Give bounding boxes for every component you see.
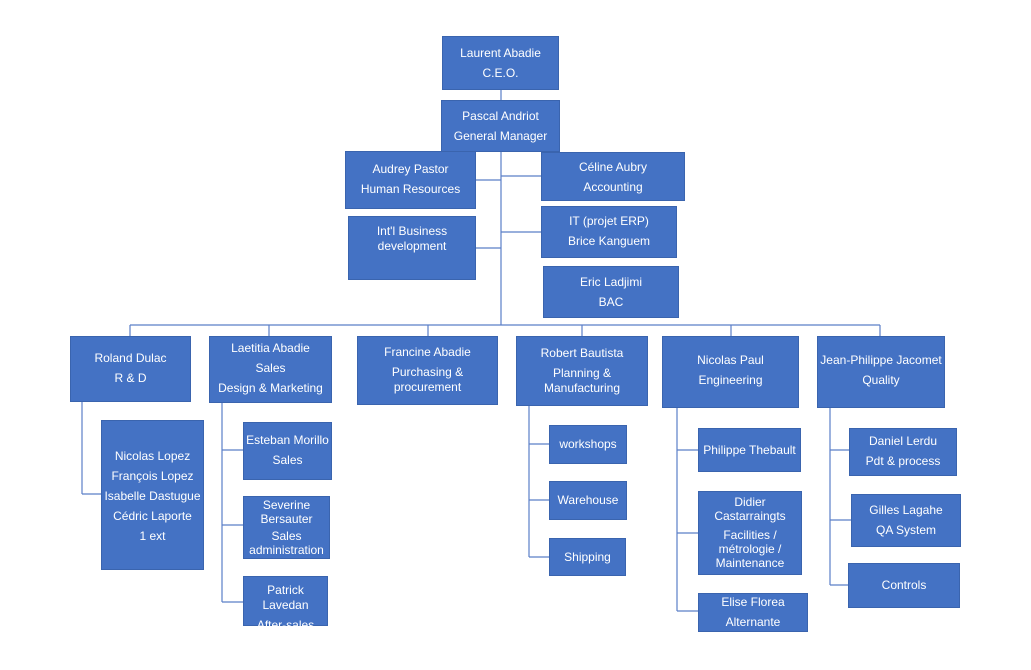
- esteban-box: Esteban Morillo Sales: [243, 422, 332, 480]
- rd-member: 1 ext: [139, 529, 166, 543]
- didier-line2: Castarraingts: [714, 509, 786, 523]
- bac-name: Eric Ladjimi: [579, 275, 642, 289]
- patrick-title: After-sales: [256, 618, 315, 632]
- hr-title: Human Resources: [360, 182, 461, 196]
- didier-line3: Facilities /: [723, 528, 777, 542]
- rd-title: R & D: [114, 371, 147, 385]
- severine-box: Severine Bersauter Sales administration: [243, 496, 330, 559]
- intl-line1: Int'l Business: [376, 224, 448, 238]
- daniel-box: Daniel Lerdu Pdt & process: [849, 428, 957, 476]
- bac-box: Eric Ladjimi BAC: [543, 266, 679, 318]
- planning-line1: Planning &: [552, 366, 612, 380]
- shipping-box: Shipping: [549, 538, 626, 576]
- elise-name: Elise Florea: [721, 595, 785, 609]
- rd-box: Roland Dulac R & D: [70, 336, 191, 402]
- planning-box: Robert Bautista Planning & Manufacturing: [516, 336, 648, 406]
- it-line2: Brice Kanguem: [567, 234, 651, 248]
- esteban-name: Esteban Morillo: [246, 433, 329, 447]
- patrick-name: Patrick Lavedan: [262, 583, 309, 612]
- philippe-box: Philippe Thebault: [698, 428, 801, 472]
- workshops-box: workshops: [549, 425, 627, 464]
- hr-box: Audrey Pastor Human Resources: [345, 151, 476, 209]
- engineering-title: Engineering: [698, 373, 763, 387]
- ceo-name: Laurent Abadie: [460, 46, 541, 60]
- engineering-name: Nicolas Paul: [697, 353, 764, 367]
- purchasing-line1: Purchasing &: [391, 365, 464, 379]
- severine-line2: Bersauter: [260, 512, 313, 526]
- rd-name: Roland Dulac: [94, 351, 167, 365]
- purchasing-line2: procurement: [393, 380, 462, 394]
- rd-member: Isabelle Dastugue: [104, 489, 201, 503]
- workshops-label: workshops: [559, 437, 617, 451]
- intl-line2: development: [377, 239, 447, 253]
- gilles-name: Gilles Lagahe: [869, 503, 943, 517]
- it-box: IT (projet ERP) Brice Kanguem: [541, 206, 677, 258]
- intl-business-box: Int'l Business development: [348, 216, 476, 280]
- sales-box: Laetitia Abadie Sales Design & Marketing: [209, 336, 332, 403]
- quality-box: Jean-Philippe Jacomet Quality: [817, 336, 945, 408]
- ceo-box: Laurent Abadie C.E.O.: [442, 36, 559, 90]
- planning-name: Robert Bautista: [540, 346, 624, 360]
- didier-line4: métrologie /: [718, 542, 782, 556]
- warehouse-label: Warehouse: [557, 493, 619, 507]
- sales-title1: Sales: [255, 361, 286, 375]
- shipping-label: Shipping: [564, 549, 611, 564]
- daniel-title: Pdt & process: [865, 454, 941, 468]
- accounting-title: Accounting: [583, 180, 643, 194]
- didier-box: Didier Castarraingts Facilities / métrol…: [698, 491, 802, 575]
- gm-name: Pascal Andriot: [462, 109, 539, 123]
- severine-line3: Sales: [271, 529, 302, 543]
- warehouse-box: Warehouse: [549, 481, 627, 520]
- sales-title2: Design & Marketing: [218, 381, 323, 395]
- severine-line4: administration: [249, 543, 324, 557]
- elise-title: Alternante: [725, 615, 781, 629]
- elise-box: Elise Florea Alternante: [698, 593, 808, 632]
- bac-title: BAC: [598, 295, 624, 309]
- quality-title: Quality: [862, 373, 900, 387]
- sales-name: Laetitia Abadie: [231, 341, 310, 355]
- gilles-title: QA System: [875, 523, 937, 537]
- engineering-box: Nicolas Paul Engineering: [662, 336, 799, 408]
- quality-name: Jean-Philippe Jacomet: [820, 353, 942, 367]
- controls-box: Controls: [848, 563, 960, 608]
- rd-member: Cédric Laporte: [113, 509, 192, 523]
- purchasing-name: Francine Abadie: [384, 345, 471, 359]
- rd-member: François Lopez: [111, 469, 194, 483]
- hr-name: Audrey Pastor: [372, 162, 449, 176]
- rd-team-box: Nicolas Lopez François Lopez Isabelle Da…: [101, 420, 204, 570]
- patrick-box: Patrick Lavedan After-sales: [243, 576, 328, 632]
- severine-line1: Severine: [262, 498, 311, 512]
- purchasing-box: Francine Abadie Purchasing & procurement: [357, 336, 498, 405]
- accounting-box: Céline Aubry Accounting: [541, 152, 685, 201]
- didier-line1: Didier: [734, 495, 766, 509]
- didier-line5: Maintenance: [715, 556, 785, 570]
- gm-box: Pascal Andriot General Manager: [441, 100, 560, 152]
- gm-title: General Manager: [453, 129, 548, 143]
- gilles-box: Gilles Lagahe QA System: [851, 494, 961, 547]
- esteban-title: Sales: [272, 453, 303, 467]
- it-line1: IT (projet ERP): [569, 214, 649, 228]
- planning-line2: Manufacturing: [543, 381, 621, 395]
- ceo-title: C.E.O.: [482, 66, 519, 80]
- daniel-name: Daniel Lerdu: [868, 434, 938, 448]
- controls-label: Controls: [881, 578, 927, 592]
- accounting-name: Céline Aubry: [578, 160, 648, 174]
- philippe-name: Philippe Thebault: [703, 442, 796, 457]
- rd-member: Nicolas Lopez: [114, 449, 191, 463]
